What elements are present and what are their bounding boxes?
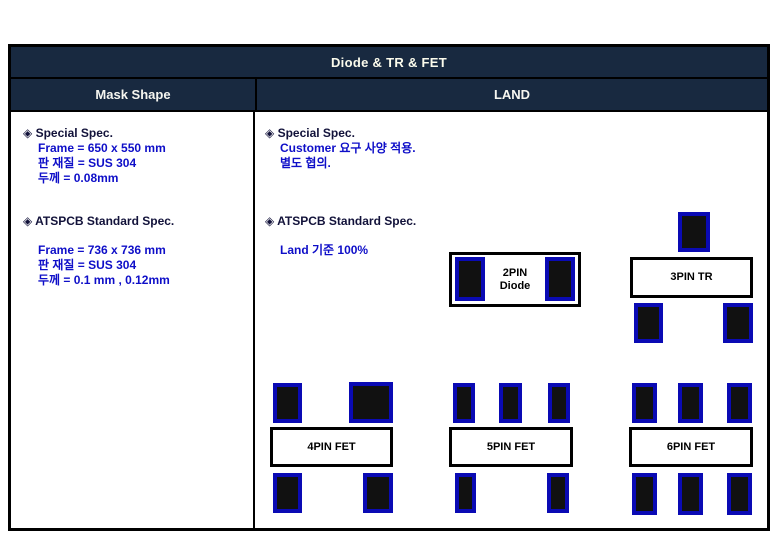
3pin-tr-pad-bottom-right: [723, 303, 753, 343]
component-4pin-fet: 4PIN FET: [270, 382, 393, 513]
3pin-tr-label-box: 3PIN TR: [630, 257, 753, 298]
mask-standard-spec-heading: ◈ ATSPCB Standard Spec.: [23, 214, 175, 228]
land-standard-spec-heading: ◈ ATSPCB Standard Spec.: [265, 214, 417, 228]
mask-special-frame: Frame = 650 x 550 mm: [38, 141, 166, 155]
land-special-spec-lines: Customer 요구 사양 적용. 별도 협의.: [265, 141, 767, 171]
mask-standard-frame: Frame = 736 x 736 mm: [38, 243, 166, 257]
4pin-fet-pad-bottom-left: [273, 473, 302, 513]
header-cell-mask-shape: Mask Shape: [11, 79, 257, 110]
mask-shape-column: ◈ Special Spec. Frame = 650 x 550 mm 판 재…: [11, 112, 255, 531]
6pin-fet-pad-top-center: [678, 383, 703, 423]
mask-special-thickness: 두께 = 0.08mm: [38, 171, 119, 185]
land-column: ◈ Special Spec. Customer 요구 사양 적용. 별도 협의…: [255, 112, 767, 531]
header-cell-land: LAND: [257, 79, 767, 110]
5pin-fet-label-box: 5PIN FET: [449, 427, 573, 467]
4pin-fet-pad-top-right: [349, 382, 393, 423]
mask-special-spec-heading: ◈ Special Spec.: [23, 126, 113, 140]
3pin-tr-pad-bottom-left: [634, 303, 663, 343]
4pin-fet-pad-bottom-right: [363, 473, 393, 513]
component-3pin-tr: 3PIN TR: [630, 212, 753, 343]
mask-special-spec-lines: Frame = 650 x 550 mm 판 재질 = SUS 304 두께 =…: [23, 141, 253, 186]
4pin-fet-label-box: 4PIN FET: [270, 427, 393, 467]
6pin-fet-pad-top-right: [727, 383, 752, 423]
5pin-fet-pad-bottom-right: [547, 473, 569, 513]
5pin-fet-pad-top-center: [499, 383, 522, 423]
2pin-diode-pad-right: [545, 257, 575, 301]
column-header-row: Mask Shape LAND: [11, 79, 767, 112]
2pin-diode-pad-left: [455, 257, 485, 301]
component-6pin-fet: 6PIN FET: [629, 383, 753, 515]
6pin-fet-pad-bottom-right: [727, 473, 752, 515]
table-body: ◈ Special Spec. Frame = 650 x 550 mm 판 재…: [11, 112, 767, 531]
land-special-spec-heading: ◈ Special Spec.: [265, 126, 355, 140]
mask-shape-header-label: Mask Shape: [95, 87, 171, 102]
6pin-fet-pad-bottom-center: [678, 473, 703, 515]
mask-standard-spec-lines: Frame = 736 x 736 mm 판 재질 = SUS 304 두께 =…: [23, 243, 253, 288]
6pin-fet-pad-bottom-left: [632, 473, 657, 515]
land-special-customer: Customer 요구 사양 적용.: [280, 141, 416, 155]
4pin-fet-pad-top-left: [273, 383, 302, 423]
component-2pin-diode: 2PIN Diode: [449, 252, 581, 307]
mask-standard-thickness: 두께 = 0.1 mm , 0.12mm: [38, 273, 170, 287]
component-5pin-fet: 5PIN FET: [449, 383, 573, 513]
land-header-label: LAND: [493, 87, 531, 102]
page-title: Diode & TR & FET: [11, 47, 767, 79]
land-standard-basis: Land 기준 100%: [280, 243, 369, 257]
6pin-fet-label-box: 6PIN FET: [629, 427, 753, 467]
3pin-tr-pad-top: [678, 212, 710, 252]
6pin-fet-pad-top-left: [632, 383, 657, 423]
mask-standard-material: 판 재질 = SUS 304: [38, 258, 137, 272]
land-special-consult: 별도 협의.: [280, 156, 331, 170]
land-standard-spec-lines: Land 기준 100%: [265, 243, 767, 258]
5pin-fet-pad-bottom-left: [455, 473, 476, 513]
5pin-fet-pad-top-left: [453, 383, 475, 423]
5pin-fet-pad-top-right: [548, 383, 570, 423]
mask-special-material: 판 재질 = SUS 304: [38, 156, 137, 170]
